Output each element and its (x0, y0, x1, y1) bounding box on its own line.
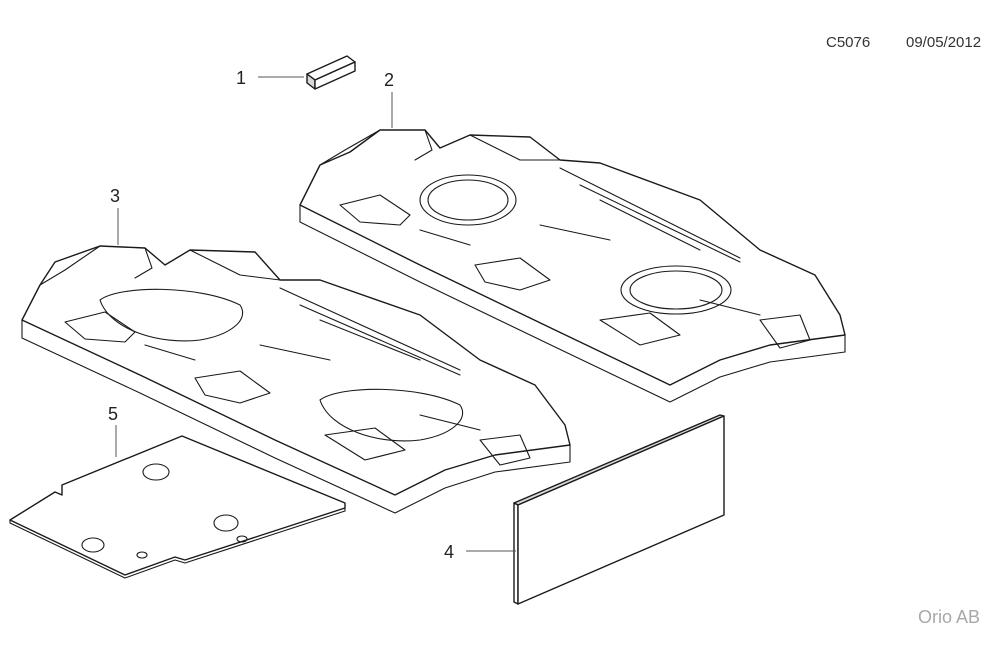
callout-1: 1 (236, 68, 246, 88)
diagram-date: 09/05/2012 (906, 34, 982, 51)
part-2-rear-tray[interactable] (299, 129, 846, 403)
part-1-foam-block[interactable] (306, 55, 356, 90)
brand-watermark: Orio AB (918, 607, 981, 627)
diagram-code: C5076 (826, 34, 871, 51)
callout-3: 3 (110, 186, 120, 206)
callout-4: 4 (444, 542, 454, 562)
part-4-panel[interactable] (513, 414, 725, 605)
part-5-mat[interactable] (9, 435, 346, 579)
callout-2: 2 (384, 70, 394, 90)
callout-5: 5 (108, 404, 118, 424)
part-3-front-tray[interactable] (21, 245, 571, 514)
